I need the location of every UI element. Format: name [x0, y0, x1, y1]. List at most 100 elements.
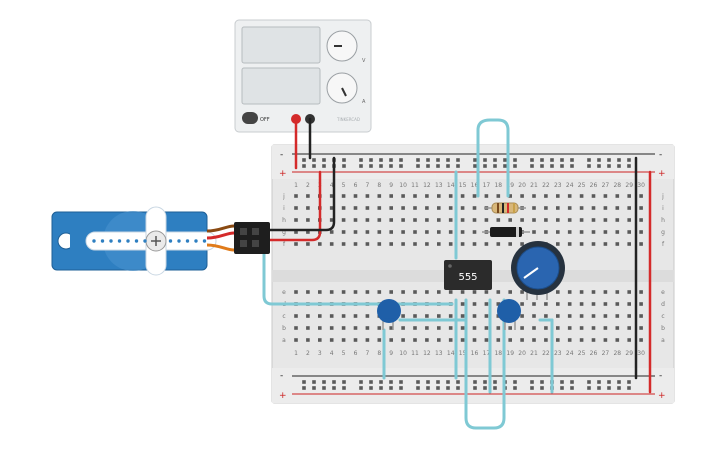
breadboard-hole[interactable] [448, 326, 453, 330]
breadboard-hole[interactable] [639, 302, 643, 306]
breadboard-hole[interactable] [329, 218, 334, 222]
breadboard-hole[interactable] [294, 326, 298, 330]
breadboard-hole[interactable] [389, 206, 393, 210]
breadboard-hole[interactable] [508, 194, 512, 198]
breadboard-hole[interactable] [401, 290, 405, 294]
breadboard-hole[interactable] [570, 380, 574, 384]
breadboard-hole[interactable] [369, 380, 373, 384]
breadboard-hole[interactable] [493, 158, 497, 162]
breadboard-hole[interactable] [389, 230, 393, 234]
breadboard-hole[interactable] [389, 290, 393, 294]
breadboard-hole[interactable] [556, 302, 560, 306]
breadboard-hole[interactable] [306, 326, 310, 330]
breadboard-hole[interactable] [379, 164, 383, 168]
breadboard-hole[interactable] [401, 230, 405, 234]
breadboard-hole[interactable] [607, 158, 611, 162]
breadboard-hole[interactable] [639, 218, 643, 222]
breadboard-hole[interactable] [597, 386, 601, 390]
breadboard-hole[interactable] [556, 326, 560, 330]
breadboard-hole[interactable] [556, 230, 560, 234]
breadboard-hole[interactable] [369, 158, 373, 162]
breadboard-hole[interactable] [484, 218, 489, 222]
breadboard-hole[interactable] [306, 230, 310, 234]
capacitor-right[interactable] [497, 299, 521, 330]
wires[interactable] [262, 117, 652, 430]
breadboard-hole[interactable] [544, 218, 548, 222]
breadboard-hole[interactable] [591, 314, 596, 318]
breadboard-hole[interactable] [484, 302, 489, 306]
breadboard-hole[interactable] [416, 380, 420, 384]
breadboard-hole[interactable] [460, 326, 465, 330]
breadboard-hole[interactable] [532, 326, 536, 330]
breadboard-hole[interactable] [556, 218, 560, 222]
breadboard-hole[interactable] [425, 326, 429, 330]
breadboard-hole[interactable] [520, 302, 524, 306]
breadboard-hole[interactable] [425, 194, 429, 198]
breadboard-hole[interactable] [377, 206, 382, 210]
breadboard-hole[interactable] [377, 194, 382, 198]
breadboard-hole[interactable] [318, 314, 322, 318]
breadboard-hole[interactable] [627, 290, 631, 294]
breadboard-hole[interactable] [591, 230, 596, 234]
breadboard-hole[interactable] [544, 302, 548, 306]
breadboard-hole[interactable] [332, 380, 336, 384]
breadboard-hole[interactable] [544, 326, 548, 330]
breadboard-hole[interactable] [617, 380, 621, 384]
breadboard-hole[interactable] [446, 158, 450, 162]
breadboard-hole[interactable] [369, 386, 373, 390]
breadboard-hole[interactable] [615, 242, 620, 246]
breadboard-hole[interactable] [607, 386, 611, 390]
breadboard-hole[interactable] [448, 290, 453, 294]
breadboard-hole[interactable] [496, 290, 501, 294]
breadboard-hole[interactable] [603, 218, 608, 222]
breadboard-hole[interactable] [329, 230, 334, 234]
breadboard-hole[interactable] [560, 386, 564, 390]
power-supply[interactable]: V A OFF TINKERCAD [234, 19, 372, 133]
breadboard-hole[interactable] [389, 218, 393, 222]
breadboard-hole[interactable] [426, 158, 430, 162]
breadboard-hole[interactable] [639, 290, 643, 294]
breadboard-hole[interactable] [496, 242, 501, 246]
breadboard-hole[interactable] [426, 164, 430, 168]
breadboard-hole[interactable] [389, 158, 393, 162]
breadboard-hole[interactable] [306, 314, 310, 318]
breadboard-hole[interactable] [312, 380, 316, 384]
breadboard-hole[interactable] [530, 380, 534, 384]
breadboard-hole[interactable] [579, 194, 584, 198]
breadboard-hole[interactable] [389, 386, 393, 390]
breadboard-hole[interactable] [508, 338, 512, 342]
breadboard-hole[interactable] [472, 302, 477, 306]
breadboard-hole[interactable] [306, 290, 310, 294]
resistor[interactable] [484, 202, 526, 214]
breadboard-hole[interactable] [603, 290, 608, 294]
breadboard-hole[interactable] [318, 242, 322, 246]
breadboard-hole[interactable] [639, 230, 643, 234]
breadboard-hole[interactable] [544, 194, 548, 198]
breadboard-hole[interactable] [544, 338, 548, 342]
breadboard-hole[interactable] [448, 338, 453, 342]
breadboard-hole[interactable] [446, 380, 450, 384]
breadboard-hole[interactable] [341, 206, 346, 210]
breadboard-hole[interactable] [530, 164, 534, 168]
breadboard-hole[interactable] [560, 380, 564, 384]
breadboard-hole[interactable] [483, 380, 487, 384]
breadboard-hole[interactable] [627, 326, 631, 330]
power-switch[interactable] [242, 112, 258, 124]
breadboard-hole[interactable] [567, 326, 572, 330]
breadboard-hole[interactable] [532, 338, 536, 342]
breadboard-hole[interactable] [389, 380, 393, 384]
breadboard-hole[interactable] [567, 290, 572, 294]
breadboard-hole[interactable] [579, 326, 584, 330]
breadboard-hole[interactable] [389, 164, 393, 168]
breadboard-hole[interactable] [567, 206, 572, 210]
breadboard-hole[interactable] [603, 326, 608, 330]
breadboard-hole[interactable] [603, 314, 608, 318]
breadboard-hole[interactable] [456, 164, 460, 168]
breadboard-hole[interactable] [341, 338, 346, 342]
breadboard-hole[interactable] [369, 164, 373, 168]
servo-connector[interactable] [234, 222, 270, 254]
breadboard-hole[interactable] [472, 230, 477, 234]
breadboard-hole[interactable] [496, 338, 501, 342]
breadboard-hole[interactable] [306, 194, 310, 198]
